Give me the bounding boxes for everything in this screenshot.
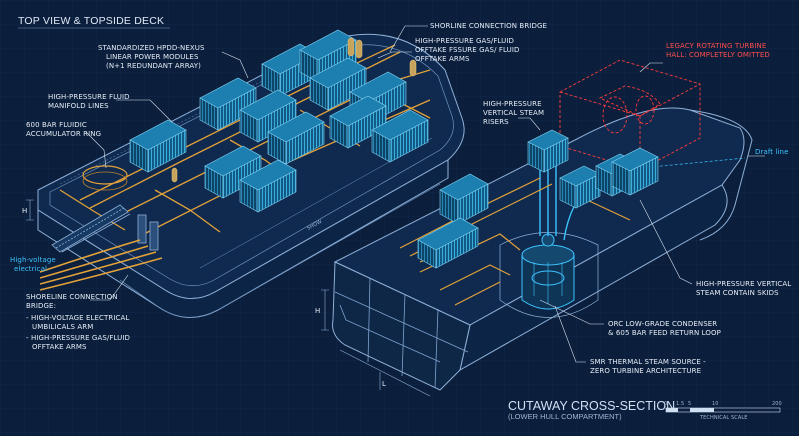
label-shore-b-6: OFFTAKE ARMS [32, 343, 87, 351]
scale-tick-3: 10 [712, 401, 719, 407]
power-module [371, 109, 429, 163]
steam-skid [611, 147, 659, 196]
smr-reactor [521, 233, 575, 310]
steam-skid [527, 129, 569, 173]
scale-tick-2: 5 [688, 401, 691, 407]
hv-umbilicals [39, 239, 163, 291]
power-module [239, 89, 297, 143]
scale-label: TECHNICAL SCALE [699, 415, 748, 421]
technical-scale: 0 1.5 5 10 200 TECHNICAL SCALE [664, 401, 782, 421]
label-draft-line: Draft line [755, 148, 789, 156]
dim-h-right: H [315, 307, 320, 315]
dim-h-left: H [22, 207, 27, 215]
deck-inner-line [49, 44, 454, 287]
power-module [199, 77, 257, 131]
scale-tick-4: 200 [772, 401, 782, 407]
label-manifold-2: MANIFOLD LINES [48, 102, 109, 110]
label-hp-gas-2: OFFTAKE FSSURE GAS/ FLUID [415, 46, 520, 54]
label-legacy-2: HALL: COMPLETELY OMITTED [666, 51, 770, 59]
label-accum-2: ACCUMULATOR RING [26, 130, 101, 138]
label-orc-2: & 605 BAR FEED RETURN LOOP [608, 329, 721, 337]
dim-l-right: L [382, 380, 386, 388]
power-modules [129, 29, 429, 213]
power-module [329, 95, 387, 149]
cutaway-dimensions [321, 289, 431, 397]
power-module [239, 159, 297, 213]
title-cutaway: CUTAWAY CROSS-SECTION [508, 399, 675, 413]
steam-skid [559, 165, 601, 209]
orc-condenser [417, 217, 479, 269]
cutaway-bow [689, 109, 753, 241]
label-std-2: LINEAR POWER MODULES [106, 53, 199, 61]
label-hp-gas-1: HIGH-PRESSURE GAS/FLUID [415, 37, 514, 45]
smr-containment [499, 232, 599, 318]
label-accum-1: 600 BAR FLUIDIC [26, 121, 87, 129]
leader-lines [85, 25, 765, 363]
scale-tick-1: 1.5 [676, 401, 684, 407]
label-hv-2: electrical [14, 265, 47, 273]
label-shore-b-1: SHORELINE CONNECTION [26, 293, 118, 301]
label-skids-1: HIGH-PRESSURE VERTICAL [696, 280, 791, 288]
label-legacy-1: LEGACY ROTATING TURBINE [666, 42, 766, 50]
scale-tick-0: 0 [664, 401, 667, 407]
label-manifold-1: HIGH-PRESSURE FLUID [48, 93, 130, 101]
scale-seg-2 [690, 408, 714, 412]
subtitle-cutaway: (LOWER HULL COMPARTMENT) [508, 412, 622, 421]
hull-bottom-line [119, 183, 441, 318]
label-shore-b-5: - HIGH-PRESSURE GAS/FLUID [26, 334, 130, 342]
label-shore-b-2: BRIDGE: [26, 302, 56, 310]
power-module [267, 111, 325, 165]
deck-tanks [171, 37, 417, 183]
label-shoreline-bridge-top: SHORLINE CONNECTION BRIDGE [430, 22, 547, 30]
label-std-1: STANDARDIZED HPDD-NEXUS [98, 44, 205, 52]
scale-seg-1 [666, 408, 678, 412]
label-risers-2: VERTICAL STEAM [483, 109, 544, 117]
label-smr-2: ZERO TURBINE ARCHITECTURE [590, 367, 701, 375]
accumulator-ring [82, 165, 128, 191]
title-top-view: TOP VIEW & TOPSIDE DECK [18, 15, 164, 27]
label-hp-gas-3: OFFTAKE ARMS [415, 55, 470, 63]
label-shore-b-4: UMBILICALS ARM [32, 323, 93, 331]
cutaway-modules [417, 129, 659, 269]
label-risers-3: RISERS [483, 118, 509, 126]
cutaway-section-face [332, 261, 471, 391]
dimension-h-left [26, 199, 34, 221]
cutaway-hull-side [459, 184, 728, 371]
hull-compartments [334, 277, 469, 389]
label-hv-1: High-voltage [10, 256, 56, 264]
power-module [204, 145, 262, 199]
label-orc-1: ORC LOW-GRADE CONDENSER [608, 320, 717, 328]
label-risers-1: HIGH-PRESSURE [483, 100, 542, 108]
label-smr-1: SMR THERMAL STEAM SOURCE - [590, 358, 706, 366]
label-skids-2: STEAM CONTAIN SKIDS [696, 289, 779, 297]
power-module [309, 57, 367, 111]
label-shore-b-3: - HIGH-VOLTAGE ELECTRICAL [26, 314, 129, 322]
shoreline-bridge [51, 204, 159, 253]
power-module [129, 119, 187, 173]
label-std-3: (N+1 REDUNDANT ARRAY) [106, 62, 201, 70]
